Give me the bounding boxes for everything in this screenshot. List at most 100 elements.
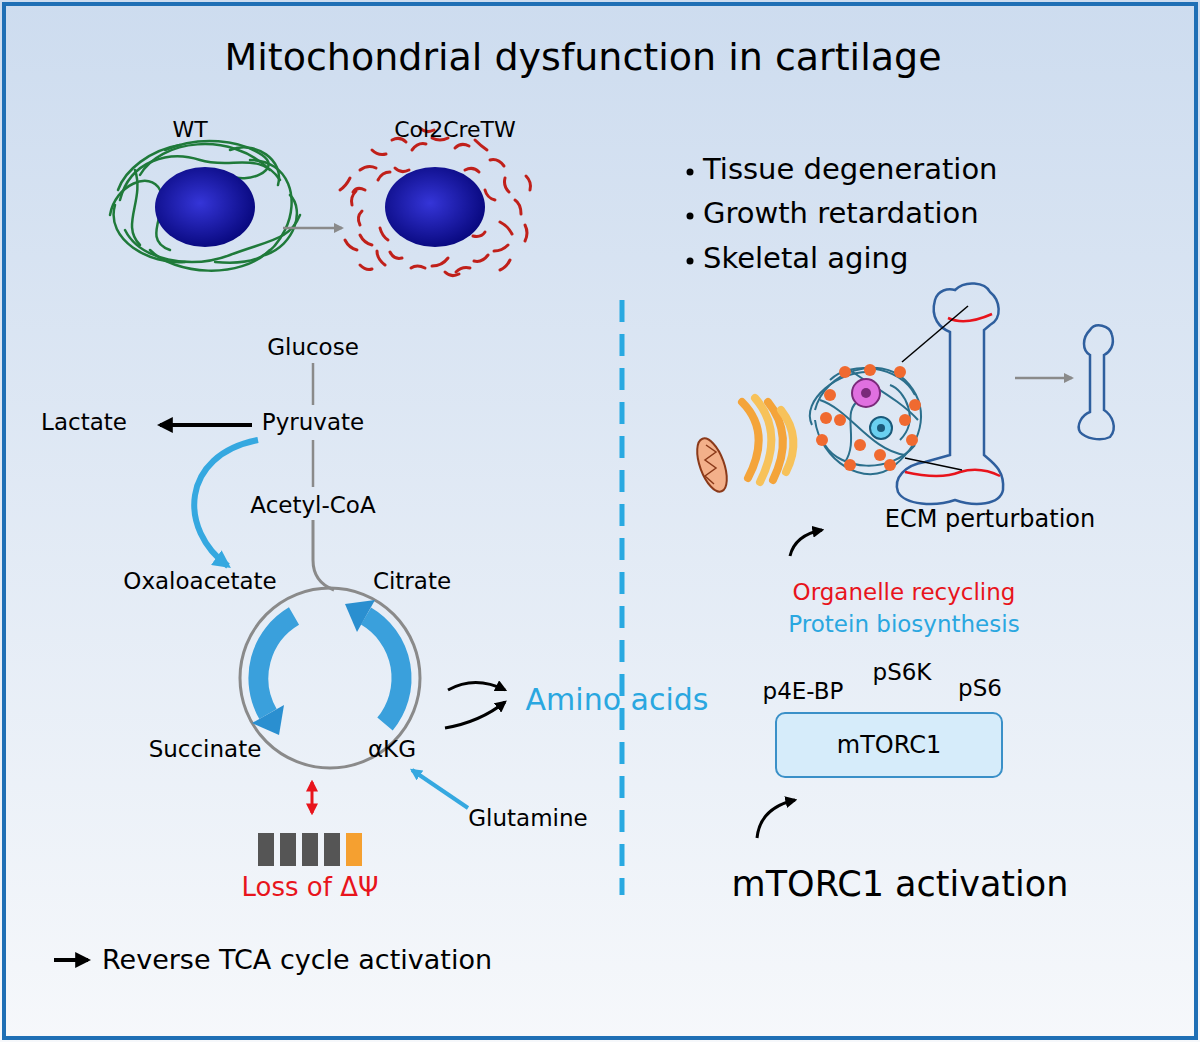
matrix-granule — [820, 412, 832, 424]
fragmented-mitochondria — [378, 172, 390, 180]
metabolite-label: Glutamine — [468, 805, 587, 831]
fragmented-mitochondria — [345, 240, 357, 250]
fragmented-mitochondria — [390, 252, 402, 258]
fragmented-mitochondria — [358, 211, 362, 225]
effect-label: mTORC1 activation — [732, 864, 1069, 904]
carboxylation-arrow — [194, 440, 258, 566]
metabolite-label: Acetyl-CoA — [250, 492, 375, 518]
metabolite-label: Glucose — [267, 334, 359, 360]
nucleus — [385, 167, 485, 247]
phospho-label: p4E-BP — [763, 678, 844, 704]
frame — [4, 4, 1196, 1038]
chondrocyte — [870, 417, 892, 439]
fragmented-mitochondria — [412, 144, 426, 150]
fragmented-mitochondria — [456, 268, 470, 273]
pathway-line — [312, 440, 315, 487]
metabolite-label: Amino acids — [526, 683, 709, 718]
genotype-label: WT — [172, 117, 207, 142]
pathway-line — [312, 363, 315, 405]
outcome-bullet: Tissue degeneration — [703, 153, 998, 186]
metabolite-label: Oxaloacetate — [123, 568, 276, 594]
cell-nucleus — [861, 388, 871, 398]
fragmented-mitochondria — [485, 190, 495, 200]
process-label: Protein biosynthesis — [788, 611, 1019, 637]
fragmented-mitochondria — [473, 232, 485, 237]
matrix-granule — [894, 366, 906, 378]
bullet — [687, 169, 694, 176]
fragmented-mitochondria — [515, 200, 521, 214]
legend-entry: Reverse TCA cycle activation — [48, 944, 492, 975]
golgi — [742, 398, 793, 482]
reverse-arrow — [445, 702, 505, 728]
cycle-arrowhead — [252, 705, 284, 735]
long-bone — [897, 283, 1003, 504]
chondrocyte — [852, 379, 880, 407]
bullet — [687, 213, 694, 220]
transition-arrow — [1015, 377, 1072, 380]
cartilage-matrix — [845, 400, 860, 462]
matrix-granule — [854, 439, 866, 451]
phospho-label: pS6K — [873, 659, 932, 685]
matrix-granule — [816, 364, 921, 471]
fragmented-mitochondria — [474, 255, 488, 261]
membrane-potential-bars — [280, 833, 296, 866]
membrane-potential-bars — [258, 833, 274, 866]
fragmented-mitochondria — [353, 188, 365, 192]
fragmented-mitochondria — [395, 168, 409, 172]
metabolite-label: Pyruvate — [262, 409, 364, 435]
cell-nucleus — [877, 424, 885, 432]
fragmented-mitochondria — [360, 166, 376, 170]
divider — [620, 300, 625, 895]
fragmented-mitochondria — [494, 245, 508, 251]
membrane-potential-bars — [302, 833, 318, 866]
leader-line — [902, 306, 968, 362]
matrix-granule — [816, 434, 828, 446]
matrix-granule — [834, 414, 846, 426]
fragmented-mitochondria — [500, 222, 512, 234]
nucleus — [155, 167, 255, 247]
cartilage-matrix — [890, 385, 910, 440]
metabolite-label: Lactate — [41, 409, 127, 435]
cartilage-matrix — [810, 368, 921, 474]
golgi — [781, 410, 793, 472]
bullet — [687, 169, 694, 265]
healthy-mitochondria — [132, 170, 140, 245]
process-label: Organelle recycling — [793, 579, 1016, 605]
matrix-granule — [844, 459, 856, 471]
membrane-potential-bars — [346, 833, 362, 866]
fragmented-mitochondria — [377, 251, 385, 265]
golgi — [755, 398, 771, 482]
box-label: mTORC1 — [837, 731, 941, 759]
cristae — [705, 445, 716, 484]
fragmented-mitochondria — [432, 258, 448, 266]
fragmented-mitochondria — [445, 272, 459, 276]
matrix-granule — [899, 414, 911, 426]
glutamine-arrow — [412, 770, 468, 808]
fragmented-mitochondria — [411, 266, 425, 268]
mitochondrion — [691, 435, 733, 496]
fragmented-mitochondria — [505, 178, 510, 192]
fragmented-mitochondria — [340, 178, 350, 190]
matrix-granule — [874, 449, 886, 461]
fragmented-mitochondria — [455, 144, 469, 148]
growth-plate — [905, 470, 1000, 476]
phospho-label: pS6 — [958, 675, 1002, 701]
title: Mitochondrial dysfunction in cartilage — [224, 36, 941, 80]
fragmented-mitochondria — [526, 176, 531, 190]
fragmented-mitochondria — [525, 225, 527, 241]
outcome-bullet: Skeletal aging — [703, 242, 908, 275]
fragmented-mitochondria — [372, 150, 386, 155]
reverse-arrow — [160, 423, 252, 427]
pathway-line — [313, 520, 334, 590]
matrix-granule — [839, 366, 851, 378]
legend: Reverse TCA cycle activation — [48, 944, 492, 975]
cycle-arrow — [258, 616, 294, 714]
effect-arrow — [790, 530, 822, 556]
legend-arrow — [48, 945, 94, 975]
effect-arrow — [757, 800, 795, 838]
fragmented-mitochondria — [500, 260, 510, 270]
legend-arrow-line — [54, 958, 88, 962]
cycle-arrow — [366, 616, 402, 724]
